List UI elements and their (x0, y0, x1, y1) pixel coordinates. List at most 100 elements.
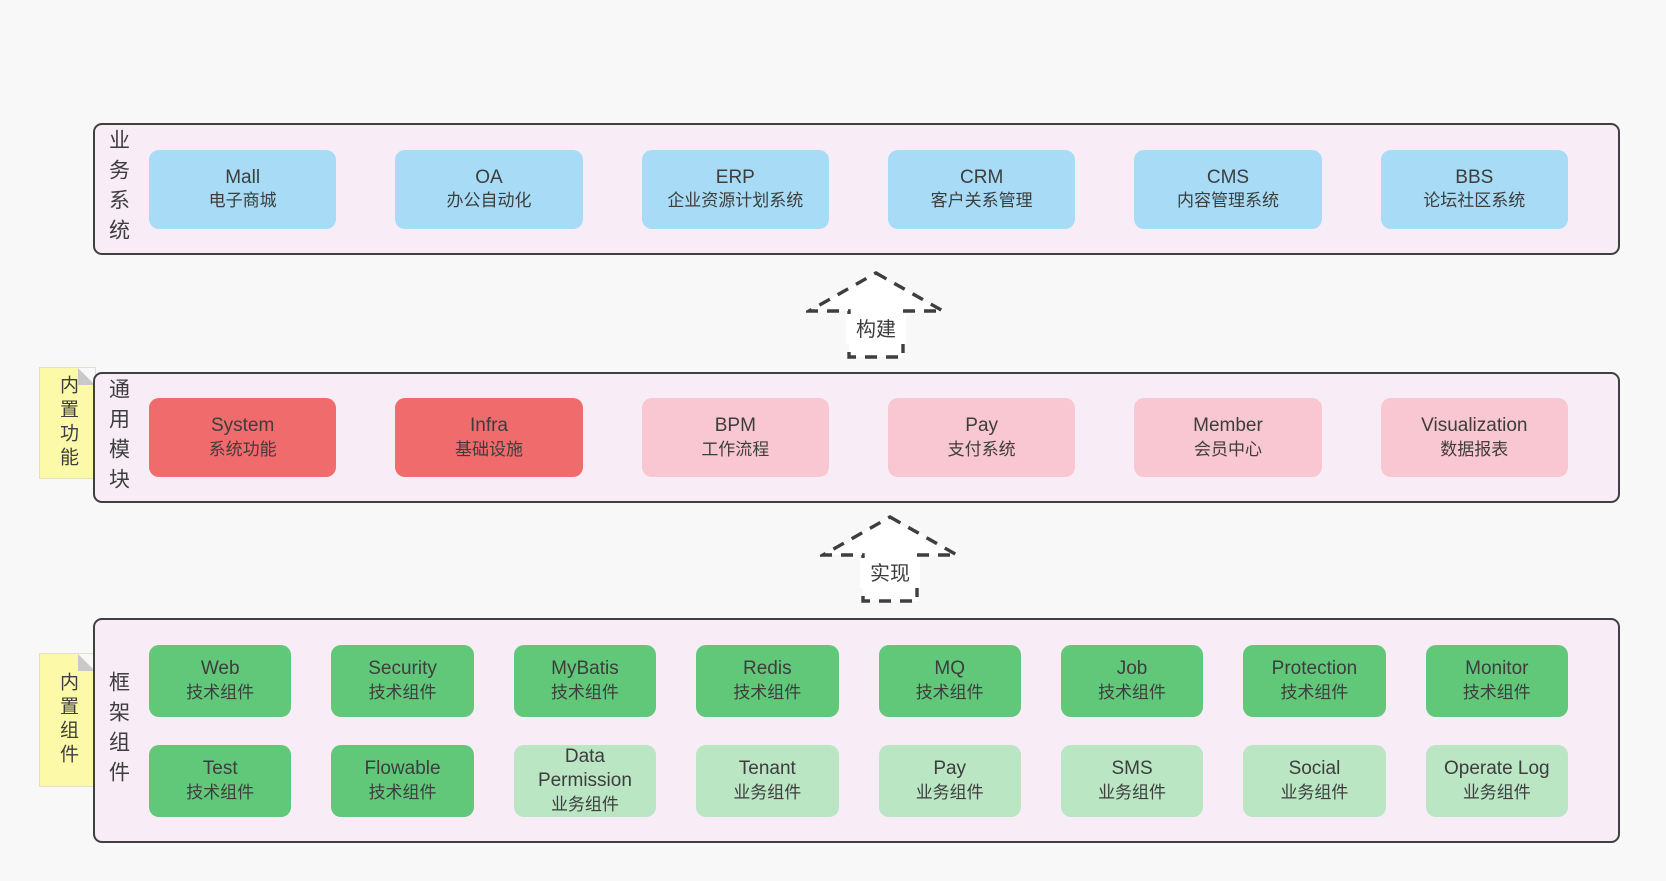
node-subtitle: 企业资源计划系统 (667, 191, 804, 211)
node-erp: ERP 企业资源计划系统 (641, 149, 829, 229)
node-subtitle: 业务组件 (1462, 782, 1531, 802)
node-subtitle: 基础设施 (454, 439, 523, 459)
node-title: Test (202, 758, 238, 780)
node-title: OA (475, 166, 503, 188)
node-subtitle: 业务组件 (915, 782, 984, 802)
node-title: BBS (1455, 166, 1494, 188)
sticky-note-label: 内置功能 (57, 375, 78, 471)
node-title: Visualization (1421, 415, 1528, 437)
node-title: Pay (965, 415, 999, 437)
node-subtitle: 业务组件 (1098, 782, 1167, 802)
node-subtitle: 客户关系管理 (930, 191, 1033, 211)
node-subtitle: 内容管理系统 (1176, 191, 1279, 211)
node-title: ERP (715, 166, 755, 188)
panel-label-text: 框架组件 (106, 670, 130, 791)
node-subtitle: 支付系统 (947, 439, 1016, 459)
node-cms: CMS 内容管理系统 (1134, 149, 1322, 229)
node-title: Tenant (738, 758, 796, 780)
folded-corner-icon (78, 368, 95, 385)
node-subtitle: 技术组件 (1462, 682, 1531, 702)
node-title: Redis (743, 658, 792, 680)
node-subtitle: 技术组件 (186, 782, 255, 802)
node-title: SMS (1111, 758, 1153, 780)
arrow-label-bg (846, 314, 906, 344)
node-subtitle: 技术组件 (915, 682, 984, 702)
node-title: Data Permission (537, 745, 632, 792)
node-title: Flowable (364, 758, 441, 780)
node-subtitle: 技术组件 (186, 682, 255, 702)
node-title: Infra (469, 415, 508, 437)
panel-label-text: 业务系统 (106, 129, 130, 249)
panel-label-text: 通用模块 (106, 377, 130, 498)
node-title: Protection (1271, 658, 1358, 680)
dashed-up-arrow-implement: 实现 (820, 515, 960, 603)
node-mall: Mall 电子商城 (149, 149, 337, 229)
node-subtitle: 业务组件 (733, 782, 802, 802)
node-title: CRM (960, 166, 1004, 188)
node-title: MyBatis (551, 658, 619, 680)
arrow-label: 实现 (870, 562, 910, 585)
sticky-note-builtin-features: 内置功能 (40, 368, 95, 478)
dashed-up-arrow-build: 构建 (806, 271, 946, 359)
sticky-note-builtin-components: 内置组件 (40, 654, 95, 786)
node-subtitle: 技术组件 (1280, 682, 1349, 702)
node-title: CMS (1206, 166, 1250, 188)
node-subtitle: 技术组件 (368, 782, 437, 802)
node-title: Web (200, 658, 240, 680)
node-subtitle: 电子商城 (208, 191, 277, 211)
node-title: Operate Log (1443, 758, 1550, 780)
node-subtitle: 技术组件 (550, 682, 619, 702)
panel-label-common-modules: 通用模块 (95, 374, 141, 501)
node-title: Pay (933, 758, 967, 780)
node-title: Job (1116, 658, 1148, 680)
node-subtitle: 业务组件 (550, 795, 619, 815)
panel-label-framework-components: 框架组件 (95, 620, 141, 841)
node-title: Member (1193, 415, 1263, 437)
node-subtitle: 技术组件 (733, 682, 802, 702)
node-title: Mall (225, 166, 261, 188)
node-data-permission: Data Permission 业务组件 (513, 744, 657, 817)
node-subtitle: 数据报表 (1440, 439, 1509, 459)
folded-corner-icon (78, 654, 95, 671)
node-subtitle: 工作流程 (701, 439, 770, 459)
panel-label-business-systems: 业务系统 (95, 125, 141, 253)
node-subtitle: 技术组件 (1098, 682, 1167, 702)
node-title: BPM (714, 415, 756, 437)
arrow-label-bg (860, 558, 920, 588)
node-subtitle: 业务组件 (1280, 782, 1349, 802)
node-title: Social (1288, 758, 1341, 780)
node-title: System (210, 415, 275, 437)
sticky-note-label: 内置组件 (57, 672, 78, 768)
node-title: Security (368, 658, 437, 680)
node-subtitle: 会员中心 (1193, 439, 1262, 459)
